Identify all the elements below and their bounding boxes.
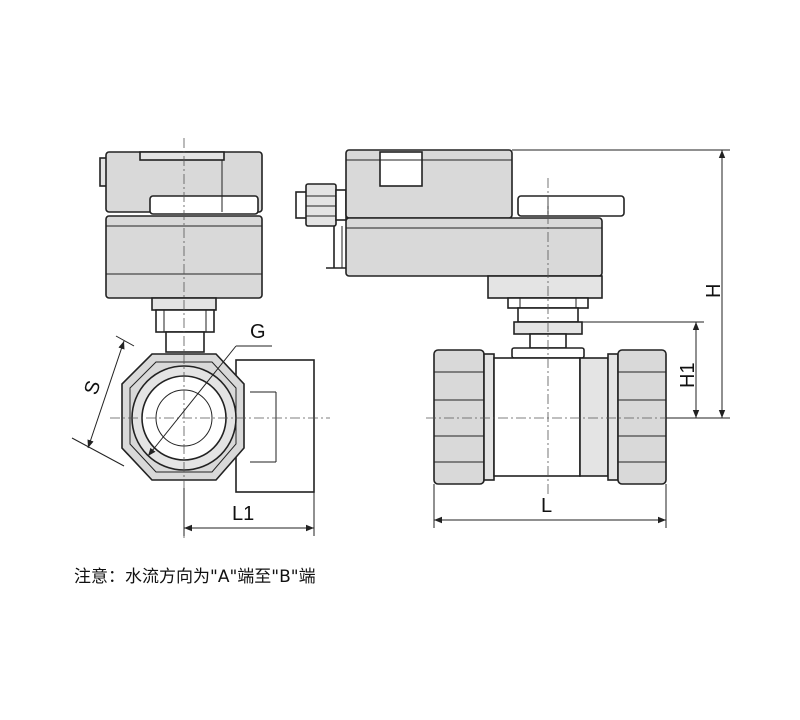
label-l: L	[541, 495, 552, 517]
front-valve-body	[433, 349, 667, 485]
front-lower-block	[487, 275, 603, 309]
front-stem	[511, 307, 585, 359]
front-actuator-housing	[345, 149, 603, 277]
side-actuator-bottom	[105, 215, 263, 311]
label-l1: L1	[232, 503, 254, 525]
label-h1: H1	[677, 362, 699, 388]
side-view: G S L1	[71, 138, 330, 538]
cable-gland	[295, 183, 347, 227]
side-pipe	[235, 359, 315, 493]
flow-direction-note: 注意：水流方向为"A"端至"B"端	[74, 567, 316, 587]
dim-h1: H1	[578, 321, 704, 418]
dim-g: G	[147, 321, 272, 457]
dim-h: H	[512, 149, 730, 419]
side-hex-nut	[121, 353, 245, 481]
dim-s: S	[71, 335, 135, 467]
label-s: S	[80, 378, 105, 397]
label-h: H	[703, 284, 725, 298]
label-g: G	[250, 321, 266, 343]
side-stem	[155, 309, 215, 353]
front-handle	[517, 195, 625, 217]
dim-l: L	[433, 484, 667, 528]
dim-l1: L1	[183, 488, 315, 536]
front-view: H H1 L	[295, 149, 730, 528]
side-actuator-top	[99, 151, 263, 215]
